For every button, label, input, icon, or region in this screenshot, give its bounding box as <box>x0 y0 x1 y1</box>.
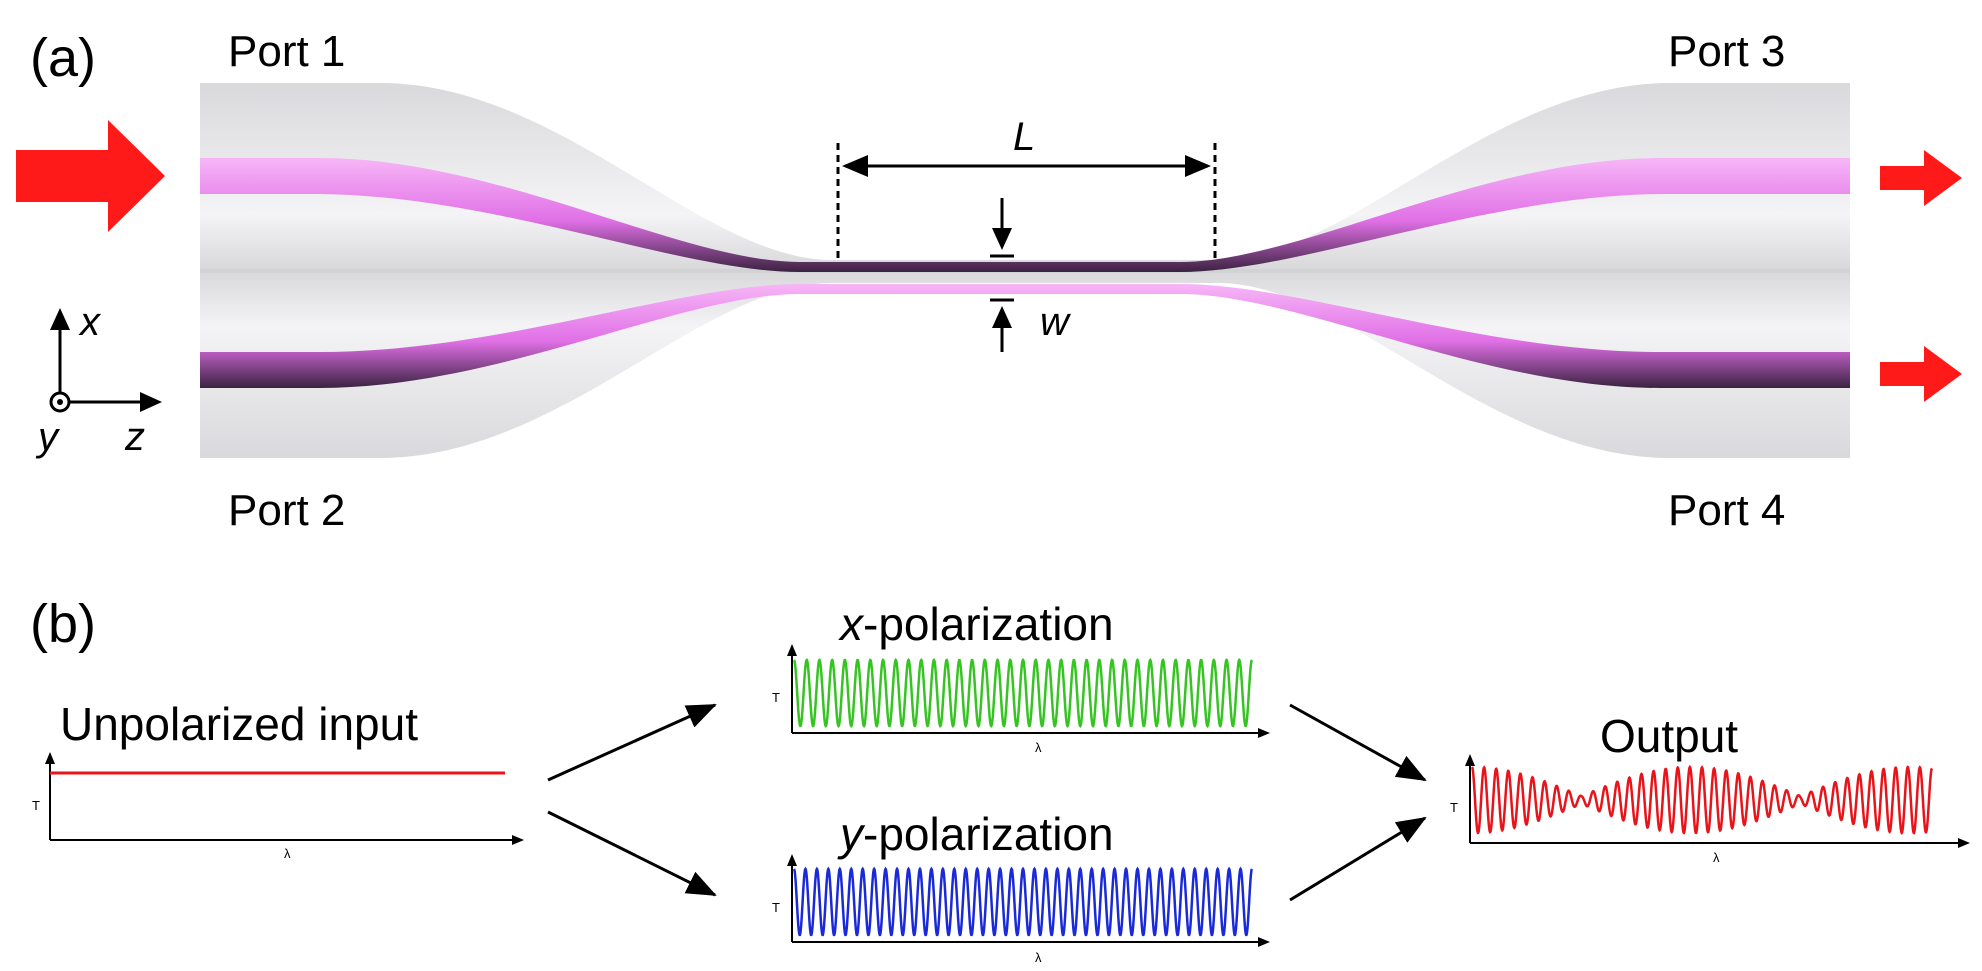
flow-arrow-from-x <box>1289 703 1427 782</box>
y-pol-title: y-polarization <box>837 808 1114 860</box>
output-arrow-port3 <box>1880 150 1962 206</box>
x-pol-plot: T λ <box>772 644 1270 755</box>
y-pol-plot: T λ <box>772 854 1270 965</box>
output-signal <box>1470 764 1933 835</box>
x-pol-axis-lambda: λ <box>1035 740 1042 755</box>
coord-z-arrow-head <box>140 392 162 412</box>
core-port3 <box>990 158 1850 272</box>
panel-a-label: (a) <box>30 28 96 88</box>
coord-y-label: y <box>35 415 61 459</box>
flow-arrow-to-y <box>547 810 717 897</box>
flow-arrow-from-y <box>1289 816 1427 902</box>
output-y-axis-head <box>1465 754 1475 766</box>
x-pol-signal <box>793 657 1253 729</box>
output-axis-lambda: λ <box>1713 850 1720 865</box>
y-pol-x-axis-head <box>1258 937 1270 947</box>
y-pol-axis-lambda: λ <box>1035 950 1042 965</box>
input-x-axis-head <box>512 835 524 845</box>
length-arrow-head-left <box>842 155 868 177</box>
x-pol-title-symbol: x <box>838 598 865 650</box>
port-1-label: Port 1 <box>228 27 345 76</box>
output-axis-t: T <box>1450 800 1458 815</box>
core-port1 <box>200 158 990 272</box>
x-pol-title: x-polarization <box>838 598 1114 650</box>
x-pol-title-rest: -polarization <box>863 598 1114 650</box>
x-pol-x-axis-head <box>1258 728 1270 738</box>
width-label: w <box>1040 300 1072 344</box>
input-y-axis-head <box>45 752 55 764</box>
input-title: Unpolarized input <box>60 698 418 750</box>
y-pol-signal <box>792 866 1254 937</box>
length-arrow-head-right <box>1185 155 1211 177</box>
coord-x-arrow-head <box>50 308 70 330</box>
input-axis-lambda: λ <box>284 846 291 861</box>
coord-z-label: z <box>124 415 145 459</box>
input-plot: T λ <box>32 752 524 861</box>
port-4-label: Port 4 <box>1668 486 1785 535</box>
output-x-axis-head <box>1958 838 1970 848</box>
input-arrow <box>16 120 165 232</box>
input-axis-t: T <box>32 798 40 813</box>
width-arrow-bottom-head <box>992 306 1012 328</box>
output-title: Output <box>1600 710 1738 762</box>
y-pol-axis-t: T <box>772 900 780 915</box>
x-pol-y-axis-head <box>787 644 797 656</box>
core-port4 <box>990 284 1850 388</box>
y-pol-title-rest: -polarization <box>863 808 1114 860</box>
panel-b-label: (b) <box>30 594 96 654</box>
y-pol-y-axis-head <box>787 854 797 866</box>
x-pol-axis-t: T <box>772 690 780 705</box>
port-3-label: Port 3 <box>1668 27 1785 76</box>
port-2-label: Port 2 <box>228 486 345 535</box>
output-plot: T λ <box>1450 754 1970 865</box>
core-port2 <box>200 284 990 388</box>
width-arrow-top-head <box>992 228 1012 250</box>
length-label: L <box>1013 115 1035 159</box>
coord-y-dot <box>57 399 63 405</box>
flow-arrow-to-x <box>547 703 717 782</box>
output-arrow-port4 <box>1880 346 1962 402</box>
y-pol-title-symbol: y <box>837 808 866 860</box>
coord-x-label: x <box>78 300 102 344</box>
